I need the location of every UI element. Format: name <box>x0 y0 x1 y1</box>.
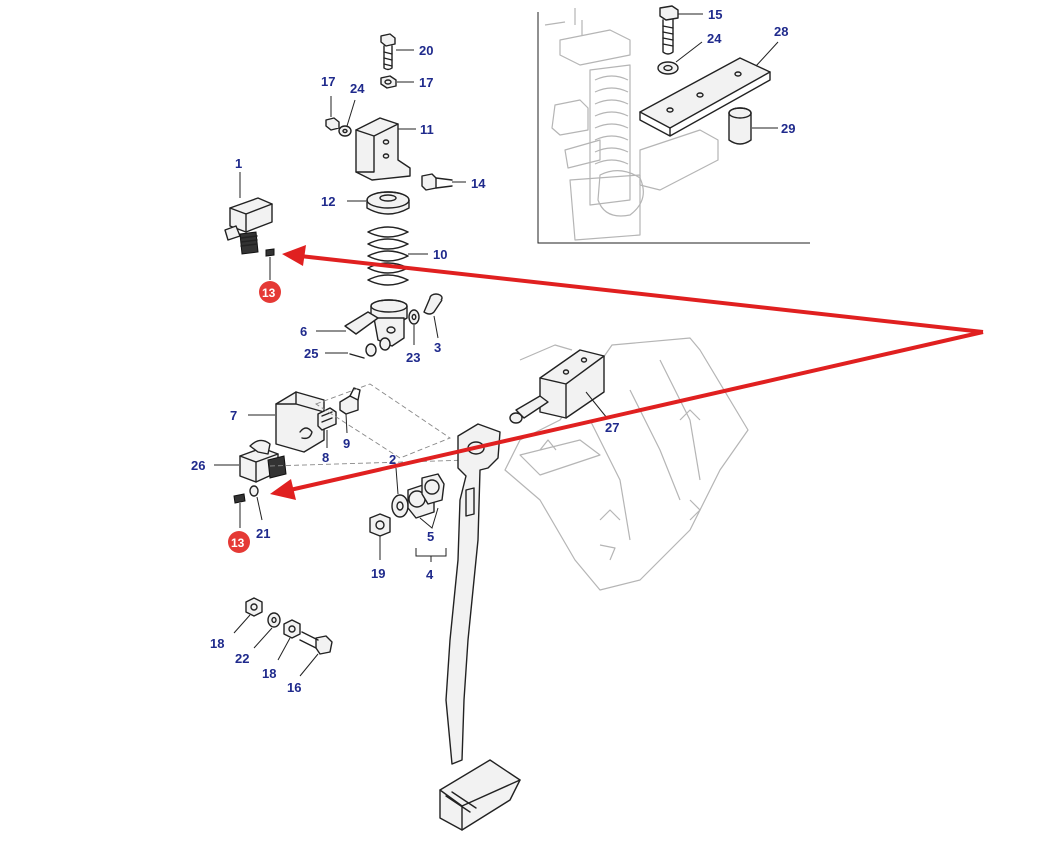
highlight-arrows <box>270 245 984 500</box>
arrowhead-lower <box>270 479 296 500</box>
callout-25: 25 <box>304 346 318 361</box>
callout-23: 23 <box>406 350 420 365</box>
badge-13-lower-label: 13 <box>231 536 245 550</box>
pedal-arm-4 <box>439 423 521 831</box>
washer-23 <box>408 309 420 325</box>
washer-22 <box>267 612 281 628</box>
bolt-16 <box>299 631 333 655</box>
nut-18-a <box>245 597 263 617</box>
arrow-to-screw-13-lower <box>289 330 984 492</box>
inset-detail: 15 24 28 29 <box>537 5 810 244</box>
bolt-20 <box>380 33 396 71</box>
callout-12: 12 <box>321 194 335 209</box>
callout-9: 9 <box>343 436 350 451</box>
callout-22: 22 <box>235 651 249 666</box>
assembly-dash-outline <box>314 383 451 459</box>
callout-4: 4 <box>426 567 434 582</box>
inset-assembly-drawing <box>544 8 719 241</box>
bracket-7 <box>275 391 325 453</box>
arrowhead-upper <box>282 245 306 266</box>
callout-26: 26 <box>191 458 205 473</box>
spring-seat-6 <box>344 299 408 347</box>
assembly-dash-line <box>269 459 471 467</box>
callout-28: 28 <box>774 24 788 39</box>
cotter-pin-25 <box>349 337 391 359</box>
washer-2 <box>391 494 409 518</box>
callout-17-left: 17 <box>321 74 335 89</box>
nut-17-top <box>380 75 397 89</box>
callout-21: 21 <box>256 526 270 541</box>
callout-20: 20 <box>419 43 433 58</box>
highlight-badge-13-lower: 13 <box>228 531 250 553</box>
switch-1 <box>224 197 273 255</box>
badge-13-upper-label: 13 <box>262 286 276 300</box>
callout-7: 7 <box>230 408 237 423</box>
callout-24-inset: 24 <box>707 31 722 46</box>
arrow-to-screw-13-upper <box>299 254 984 334</box>
callout-5: 5 <box>427 529 434 544</box>
callout-8: 8 <box>322 450 329 465</box>
callout-10: 10 <box>433 247 447 262</box>
callout-27: 27 <box>605 420 619 435</box>
bolt-14 <box>421 173 453 191</box>
nut-19 <box>369 513 391 537</box>
connector-9 <box>339 387 361 415</box>
plate-28 <box>639 57 771 137</box>
spring-10 <box>367 226 409 286</box>
callout-15: 15 <box>708 7 722 22</box>
callout-1: 1 <box>235 156 242 171</box>
bracket-11 <box>355 117 411 181</box>
pin-3 <box>423 293 443 315</box>
pedal-mount-bracket-ghost <box>504 337 749 591</box>
screw-13-upper <box>265 248 275 257</box>
spring-cap-12 <box>366 191 410 215</box>
washer-21 <box>249 485 259 497</box>
callout-18-a: 18 <box>210 636 224 651</box>
callout-3: 3 <box>434 340 441 355</box>
bushing-5 <box>407 473 445 519</box>
callout-29: 29 <box>781 121 795 136</box>
nut-17-left <box>325 117 340 131</box>
callout-17-top: 17 <box>419 75 433 90</box>
callout-19: 19 <box>371 566 385 581</box>
inset-frame <box>537 12 810 244</box>
bolt-15 <box>659 5 679 55</box>
callout-6: 6 <box>300 324 307 339</box>
callout-16: 16 <box>287 680 301 695</box>
leader-bracket-4 <box>415 548 447 557</box>
washer-24-left <box>338 125 352 137</box>
callout-18-b: 18 <box>262 666 276 681</box>
screw-13-lower <box>233 493 246 504</box>
highlight-badge-13-upper: 13 <box>259 281 281 303</box>
switch-26 <box>239 439 287 483</box>
callout-24-left: 24 <box>350 81 365 96</box>
washer-24-inset <box>657 61 679 75</box>
callout-2: 2 <box>389 452 396 467</box>
pivot-shaft-27 <box>509 344 605 424</box>
callout-14: 14 <box>471 176 486 191</box>
spacer-29 <box>728 107 752 145</box>
callout-11: 11 <box>420 122 434 137</box>
nut-18-b <box>283 619 301 639</box>
